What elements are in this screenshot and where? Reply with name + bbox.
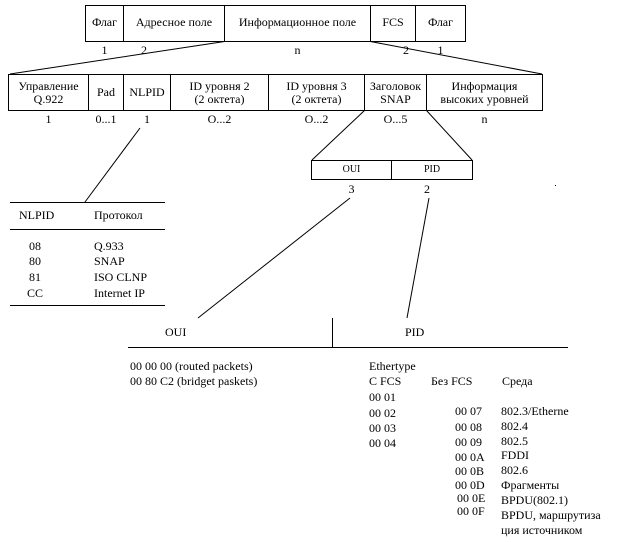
medium-value: ция источником: [501, 523, 583, 537]
info-field-l2-id: ID уровня 2(2 октета): [189, 79, 250, 106]
info-field-box: [8, 74, 543, 111]
snap-expand-left: [311, 110, 365, 161]
medium-value: BPDU(802.1): [501, 493, 569, 507]
nlpid-code: 81: [29, 270, 41, 284]
ethertype-without-fcs: 00 0E: [457, 491, 486, 505]
nlpid-table-header-protocol: Протокол: [94, 208, 143, 222]
nlpid-code: CC: [26, 286, 43, 300]
frame-field-address: Адресное поле: [135, 15, 213, 29]
nlpid-table-header-nlpid: NLPID: [19, 208, 55, 222]
ethertype-without-fcs: 00 0D: [455, 478, 485, 492]
stray-dot: [555, 185, 556, 186]
medium-value: 802.5: [501, 434, 528, 448]
ethertype-label: Ethertype: [369, 359, 416, 373]
snap-size-oui: 3: [348, 182, 355, 196]
nlpid-protocol: ISO CLNP: [94, 270, 148, 284]
col-medium: Среда: [502, 374, 533, 388]
frame-field-fcs: FCS: [382, 15, 404, 29]
nlpid-pointer-line: [84, 127, 141, 203]
ethertype-with-fcs: 00 02: [369, 406, 396, 420]
ethertype-with-fcs: 00 04: [369, 436, 396, 450]
expand-line-right: [370, 41, 543, 75]
ethertype-without-fcs: 00 0B: [455, 464, 485, 478]
frame-box: [85, 5, 466, 42]
info-size: O...2: [207, 112, 232, 126]
medium-value: 802.3/Etherne: [501, 404, 569, 418]
ethertype-with-fcs: 00 01: [369, 390, 396, 404]
medium-value: 802.6: [501, 463, 528, 477]
frame-field-information: Информационное поле: [238, 15, 357, 29]
frame-size: 1: [437, 43, 444, 57]
ethertype-without-fcs: 00 08: [455, 420, 482, 434]
medium-value: 802.4: [501, 419, 528, 433]
frame-size: 1: [101, 43, 108, 57]
oui-value: 00 00 00 (routed packets): [130, 359, 253, 373]
medium-value: BPDU, маршрутиза: [501, 508, 601, 522]
info-field-pad: Pad: [97, 85, 115, 99]
info-size: O...5: [383, 112, 408, 126]
info-field-nlpid: NLPID: [129, 85, 165, 99]
col-without-fcs: Без FCS: [431, 374, 473, 388]
nlpid-protocol: SNAP: [94, 254, 125, 268]
frame-size: 2: [141, 43, 147, 57]
snap-expand-right: [426, 110, 473, 161]
medium-value: Фрагменты: [501, 478, 560, 492]
nlpid-protocol: Q.933: [94, 239, 124, 253]
medium-value: FDDI: [501, 448, 530, 462]
nlpid-code: 08: [29, 239, 41, 253]
frame-size: 2: [403, 43, 409, 57]
snap-field-oui: OUI: [342, 164, 361, 175]
nlpid-protocol: Internet IP: [94, 286, 145, 300]
info-size: 1: [45, 112, 52, 126]
ethertype-with-fcs: 00 03: [369, 421, 396, 435]
oui-pointer-line: [197, 197, 351, 319]
oui-value: 00 80 C2 (bridget paskets): [130, 374, 258, 388]
ethertype-without-fcs: 00 07: [455, 404, 482, 418]
info-size: O...2: [304, 112, 329, 126]
info-size: n: [481, 112, 488, 126]
snap-field-pid: PID: [423, 164, 441, 175]
oui-title: OUI: [165, 325, 187, 339]
col-with-fcs: С FCS: [369, 374, 402, 388]
info-field-l3-id: ID уровня 3(2 октета): [286, 79, 347, 106]
frame-field-flag-start: Флаг: [91, 15, 118, 29]
frame-size: n: [294, 43, 301, 57]
nlpid-code: 80: [29, 254, 41, 268]
expand-line-left: [9, 41, 225, 75]
ethertype-without-fcs: 00 0F: [457, 504, 485, 518]
info-size: 1: [144, 112, 150, 126]
pid-title: PID: [405, 325, 425, 339]
frame-field-flag-end: Флаг: [427, 15, 454, 29]
info-size: 0...1: [95, 112, 117, 126]
pid-pointer-line: [406, 197, 430, 319]
ethertype-without-fcs: 00 09: [455, 435, 482, 449]
ethertype-without-fcs: 00 0A: [455, 450, 485, 464]
snap-size-pid: 2: [424, 182, 430, 196]
